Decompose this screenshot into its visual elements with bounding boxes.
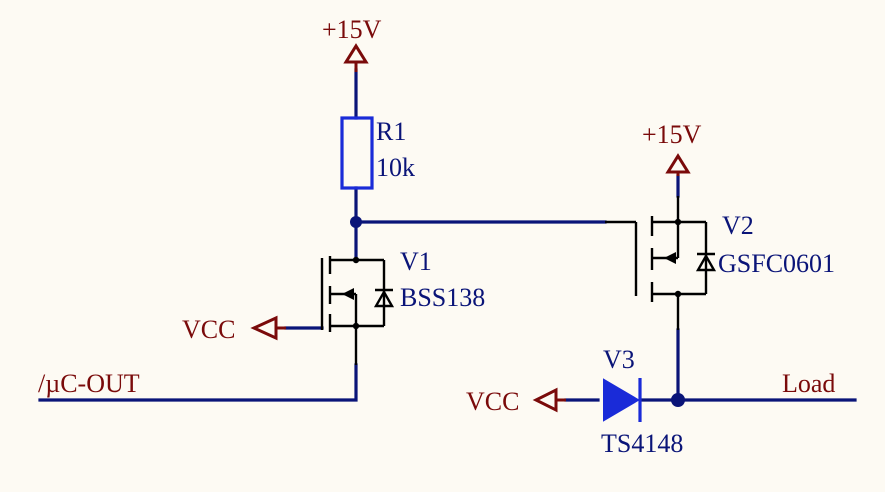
wire-input-net	[38, 363, 358, 402]
mosfet-v1-symbol	[320, 256, 395, 365]
net-label-input: /µC-OUT	[38, 369, 140, 398]
component-value-v3: TS4148	[601, 429, 683, 458]
power-symbol-vcc-v1	[250, 315, 286, 341]
component-value-v2: GSFC0601	[718, 249, 835, 278]
component-ref-r1: R1	[376, 117, 406, 146]
power-symbol-15v-v2	[665, 153, 691, 176]
junction-dot	[350, 216, 362, 228]
component-ref-v3: V3	[603, 345, 635, 374]
power-symbol-vcc-v3	[532, 387, 566, 413]
junction-dot	[671, 393, 685, 407]
component-value-v1: BSS138	[400, 283, 485, 312]
net-label-load: Load	[782, 369, 835, 398]
resistor-r1-body	[340, 116, 374, 190]
power-label-vcc-v3: VCC	[466, 387, 519, 416]
component-value-r1: 10k	[376, 153, 415, 182]
power-label-15v-top: +15V	[322, 15, 382, 44]
power-label-15v-v2: +15V	[642, 120, 702, 149]
component-ref-v1: V1	[400, 247, 432, 276]
mosfet-v2-symbol	[605, 196, 717, 330]
diode-v3-symbol	[603, 378, 642, 422]
power-symbol-15v-top	[343, 43, 369, 72]
power-label-vcc-v1: VCC	[182, 315, 235, 344]
component-ref-v2: V2	[722, 211, 754, 240]
